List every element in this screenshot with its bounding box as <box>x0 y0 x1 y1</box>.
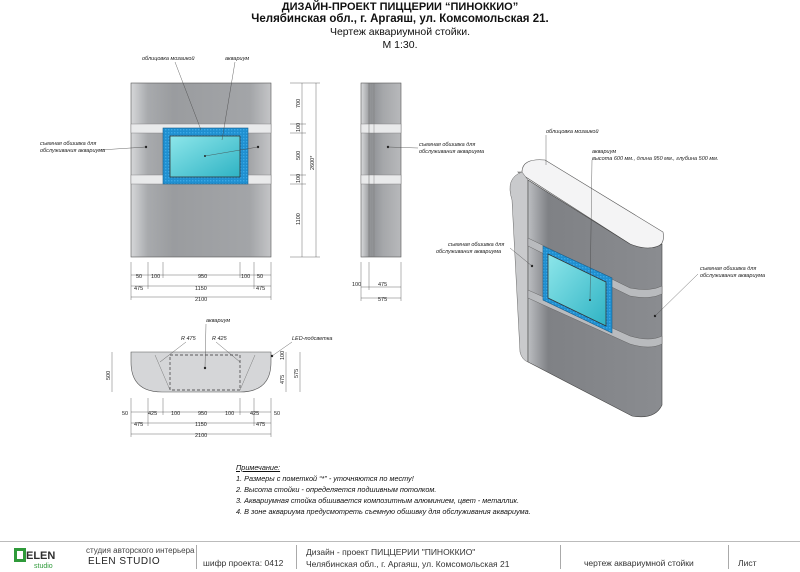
project-code: шифр проекта: 0412 <box>203 558 284 568</box>
side-dim-100: 100 <box>352 282 361 288</box>
notes-block: Примечание: 1. Размеры с пометкой “*” - … <box>236 462 531 517</box>
notes-title: Примечание: <box>236 463 281 472</box>
front-label-aquarium: аквариум <box>225 56 249 62</box>
note-item: 4. В зоне аквариума предусмотреть съемну… <box>236 507 531 516</box>
plan-dim-100-right: 100 <box>225 411 234 417</box>
front-dim-475-left: 475 <box>134 286 143 292</box>
plan-label-r475: R 475 <box>181 336 197 342</box>
iso-label-left-2: обслуживания аквариума <box>436 249 501 255</box>
front-vdim-1100: 1100 <box>296 213 302 225</box>
studio-line-2: ELEN STUDIO <box>88 556 161 567</box>
side-label-panel-2: обслуживания аквариума <box>419 149 484 155</box>
plan-dim-425-left: 425 <box>148 411 157 417</box>
plan-dim-950: 950 <box>198 411 207 417</box>
front-dim-1150: 1150 <box>195 286 207 292</box>
front-vdim-700: 700 <box>296 99 302 108</box>
front-label-panel-1: съемная обшивка для <box>40 141 96 147</box>
front-dim-950: 950 <box>198 274 207 280</box>
plan-dim-475-left: 475 <box>134 422 143 428</box>
plan-dim-right-100: 100 <box>280 351 286 360</box>
side-dim-575: 575 <box>378 297 387 303</box>
footer-project-address: Челябинская обл., г. Аргаяш, ул. Комсомо… <box>306 559 510 569</box>
plan-dim-right-475: 475 <box>280 375 286 384</box>
isometric-view: облицовка мозаикой аквариум высота 600 м… <box>436 128 765 418</box>
plan-label-aquarium: аквариум <box>206 318 230 324</box>
drawing-scale: М 1:30. <box>382 39 418 51</box>
front-dim-50-right: 50 <box>257 274 263 280</box>
plan-dim-100-left: 100 <box>171 411 180 417</box>
plan-label-r425: R 425 <box>212 336 228 342</box>
side-dim-475: 475 <box>378 282 387 288</box>
side-view: съемная обшивка для обслуживания аквариу… <box>352 82 484 303</box>
front-vdim-2600: 2600* <box>310 155 316 170</box>
plan-dim-50-left: 50 <box>122 411 128 417</box>
front-view: облицовка мозаикой аквариум съемная обши… <box>40 55 320 303</box>
front-dim-2100: 2100 <box>195 297 207 303</box>
iso-label-right-2: обслуживания аквариума <box>700 273 765 279</box>
front-label-panel-2: обслуживания аквариума <box>40 148 105 154</box>
front-dim-50-left: 50 <box>136 274 142 280</box>
iso-label-mosaic: облицовка мозаикой <box>546 128 599 135</box>
plan-dim-425-right: 425 <box>250 411 259 417</box>
iso-label-left-1: съемная обшивка для <box>448 242 504 248</box>
footer-sheet-name: чертеж аквариумной стойки <box>584 558 694 568</box>
project-address: Челябинская обл., г. Аргаяш, ул. Комсомо… <box>251 13 549 25</box>
note-item: 2. Высота стойки - определяется подшивны… <box>236 485 437 494</box>
iso-label-right-1: съемная обшивка для <box>700 266 756 272</box>
front-dim-100-left: 100 <box>151 274 160 280</box>
note-item: 1. Размеры с пометкой “*” - уточняются п… <box>236 474 414 483</box>
front-dim-475-right: 475 <box>256 286 265 292</box>
note-item: 3. Аквариумная стойка обшивается компози… <box>236 496 519 505</box>
footer-divider <box>728 545 729 569</box>
elen-studio-logo-icon: ELEN studio <box>14 548 55 570</box>
logo-text: ELEN <box>26 550 55 562</box>
front-label-mosaic: облицовка мозаикой <box>142 55 195 62</box>
drawing-name: Чертеж аквариумной стойки. <box>329 26 471 38</box>
footer-divider <box>196 545 197 569</box>
title-block: ELEN studio студия авторского интерьера … <box>0 541 800 572</box>
plan-dim-50-right: 50 <box>274 411 280 417</box>
plan-label-led: LED-подсветка <box>292 336 332 342</box>
footer-sheet: Лист <box>738 558 757 568</box>
side-label-panel-1: съемная обшивка для <box>419 142 475 148</box>
plan-dim-475-right: 475 <box>256 422 265 428</box>
project-title: ДИЗАЙН-ПРОЕКТ ПИЦЦЕРИИ “ПИНОККИО” <box>281 1 519 13</box>
iso-label-aquarium-size: высота 600 мм., длина 950 мм., глубина 5… <box>592 156 718 162</box>
iso-label-aquarium: аквариум <box>592 149 616 155</box>
studio-line-1: студия авторского интерьера <box>86 546 195 555</box>
front-vdim-100-bottom: 100 <box>296 174 302 183</box>
front-vdim-500: 500 <box>296 151 302 160</box>
logo-sub: studio <box>34 563 53 570</box>
plan-dim-depth: 500 <box>106 371 112 380</box>
footer-divider <box>560 545 561 569</box>
plan-dim-1150: 1150 <box>195 422 207 428</box>
footer-project-name: Дизайн - проект ПИЦЦЕРИИ "ПИНОККИО" <box>306 547 476 557</box>
plan-dim-right-575: 575 <box>294 369 300 378</box>
footer-divider <box>296 545 297 569</box>
front-dim-100-right: 100 <box>241 274 250 280</box>
front-vdim-100-top: 100 <box>296 123 302 132</box>
plan-view: аквариум R 475 R 425 LED-подсветка 50 42… <box>106 318 332 439</box>
plan-dim-2100: 2100 <box>195 433 207 439</box>
